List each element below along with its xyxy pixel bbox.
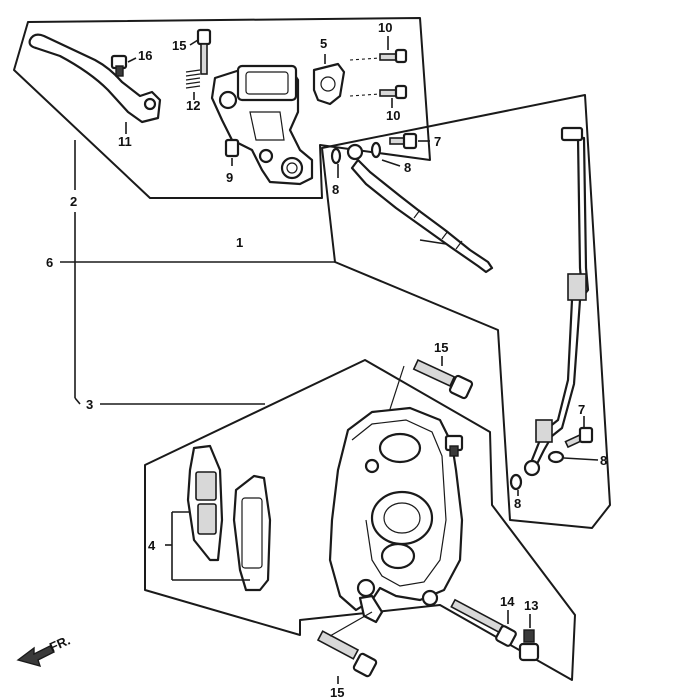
sealing-washer-upper-left [330,147,342,178]
callout-labels: 1 2 3 4 5 6 7 7 8 8 8 8 9 10 10 11 12 13… [46,20,607,700]
front-direction-arrow: FR. [16,633,72,668]
label-12: 12 [186,98,200,113]
label-16: 16 [138,48,152,63]
caliper-mount-bolt-upper [379,356,474,441]
sealing-washer-upper-right [370,141,401,167]
label-3: 3 [86,397,93,412]
label-6: 6 [46,255,53,270]
label-7-upper: 7 [434,134,441,149]
label-14: 14 [500,594,515,609]
sealing-washer-lower-left [509,473,523,496]
label-8-lower-left: 8 [514,496,521,511]
front-indicator-label: FR. [47,633,72,655]
label-15-lower: 15 [330,685,344,700]
banjo-bolt-lower [564,416,594,449]
brake-lever [28,33,162,134]
label-15-top: 15 [172,38,186,53]
caliper-mount-bolt-lower [316,611,378,684]
label-11: 11 [118,134,132,149]
label-9: 9 [226,170,233,185]
holder-bolt-lower [349,84,408,108]
label-4: 4 [148,538,156,553]
label-7-lower: 7 [578,402,585,417]
brake-pad-front [186,444,224,562]
holder-bolt-upper [349,36,408,64]
pad-leader-lines [165,511,250,581]
label-8-upper-left: 8 [332,182,339,197]
brake-hose-upper [346,143,494,274]
label-13: 13 [524,598,538,613]
label-5: 5 [320,36,327,51]
banjo-bolt-upper [389,132,430,150]
return-spring [185,69,201,100]
brake-pad-rear [232,474,272,592]
master-cylinder [210,64,314,186]
brake-hose-long [523,126,590,477]
label-8-lower-right: 8 [600,453,607,468]
label-8-upper-right: 8 [404,160,411,175]
washer-9 [224,138,240,166]
label-10-upper: 10 [378,20,392,35]
pad-pin-bolt [450,598,517,647]
bolt-16 [110,54,137,77]
label-1: 1 [236,235,243,250]
label-15-upper: 15 [434,340,448,355]
brake-hose-group-frame [321,94,611,529]
holder-clamp [312,54,346,106]
group-leader-lines [60,140,335,405]
brake-caliper [328,406,464,624]
label-10-lower: 10 [386,108,400,123]
pivot-bolt [189,28,212,75]
label-2: 2 [70,194,77,209]
bleeder-valve [444,434,464,457]
pad-pin-plug [518,614,540,662]
sealing-washer-lower-right [547,450,599,464]
master-cylinder-group-frame [13,17,431,199]
caliper-group-frame [144,359,576,681]
